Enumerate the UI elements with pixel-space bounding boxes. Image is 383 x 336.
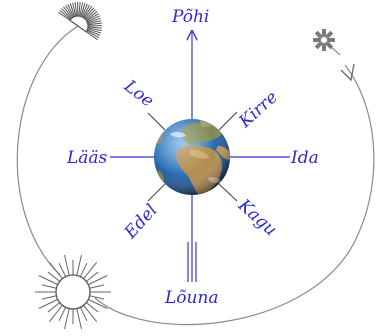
label-south: Lõuna bbox=[164, 288, 219, 308]
southeast-ray bbox=[219, 184, 237, 201]
label-east: Ida bbox=[290, 148, 319, 168]
label-southeast: Kagu bbox=[233, 195, 280, 240]
orbit-arrow-icon bbox=[341, 64, 354, 80]
label-west: Lääs bbox=[66, 148, 108, 168]
label-north: Põhi bbox=[171, 7, 209, 27]
small-sun-icon bbox=[313, 29, 335, 51]
label-southwest: Edel bbox=[120, 201, 161, 244]
northeast-ray bbox=[219, 112, 237, 130]
half-sun-rising-icon bbox=[58, 2, 102, 40]
south-triple-line-icon bbox=[188, 242, 196, 282]
northwest-ray bbox=[148, 113, 165, 130]
label-northwest: Loe bbox=[119, 76, 157, 112]
label-northeast: Kirre bbox=[235, 87, 282, 132]
large-sun-icon bbox=[35, 255, 111, 329]
southwest-ray bbox=[148, 184, 165, 201]
